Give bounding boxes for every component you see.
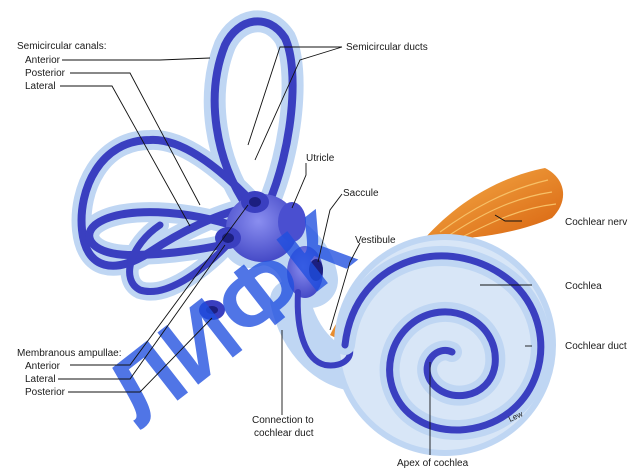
label-ampulla-lateral: Lateral bbox=[25, 374, 56, 385]
label-connection-line2: cochlear duct bbox=[254, 428, 314, 439]
label-cochlea: Cochlea bbox=[565, 281, 602, 292]
label-membranous-ampullae: Membranous ampullae: bbox=[17, 348, 122, 359]
label-connection-line1: Connection to bbox=[252, 415, 314, 426]
label-apex-of-cochlea: Apex of cochlea bbox=[397, 458, 469, 469]
label-utricle: Utricle bbox=[306, 153, 335, 164]
label-saccule: Saccule bbox=[343, 188, 379, 199]
label-canal-anterior: Anterior bbox=[25, 55, 61, 66]
label-canal-posterior: Posterior bbox=[25, 68, 66, 79]
label-canal-lateral: Lateral bbox=[25, 81, 56, 92]
label-ampulla-posterior: Posterior bbox=[25, 387, 66, 398]
label-vestibule: Vestibule bbox=[355, 235, 396, 246]
label-cochlear-duct: Cochlear duct bbox=[565, 341, 627, 352]
label-semicircular-ducts: Semicircular ducts bbox=[346, 42, 428, 53]
label-semicircular-canals: Semicircular canals: bbox=[17, 41, 106, 52]
label-cochlear-nerve: Cochlear nerv bbox=[565, 217, 627, 228]
label-ampulla-anterior: Anterior bbox=[25, 361, 61, 372]
